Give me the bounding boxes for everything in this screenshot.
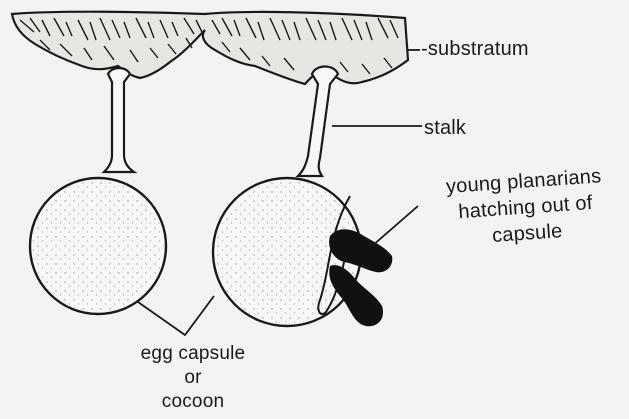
- young-planarians-label: young planarians hatching out of capsule: [418, 161, 629, 253]
- young-planarians: [329, 229, 392, 326]
- substratum-label: -substratum: [421, 38, 529, 60]
- egg-label-line-2: or: [108, 366, 278, 390]
- egg-label-line-1: egg capsule: [108, 342, 278, 366]
- young-leader-line: [372, 206, 418, 246]
- egg-capsule-label: egg capsule or cocoon: [108, 342, 278, 414]
- stalk-label: stalk: [424, 117, 466, 139]
- left-egg-capsule: [30, 68, 166, 314]
- egg-label-line-3: cocoon: [108, 390, 278, 414]
- egg-capsule-leader-lines: [138, 296, 214, 335]
- substratum-mass: [12, 12, 408, 84]
